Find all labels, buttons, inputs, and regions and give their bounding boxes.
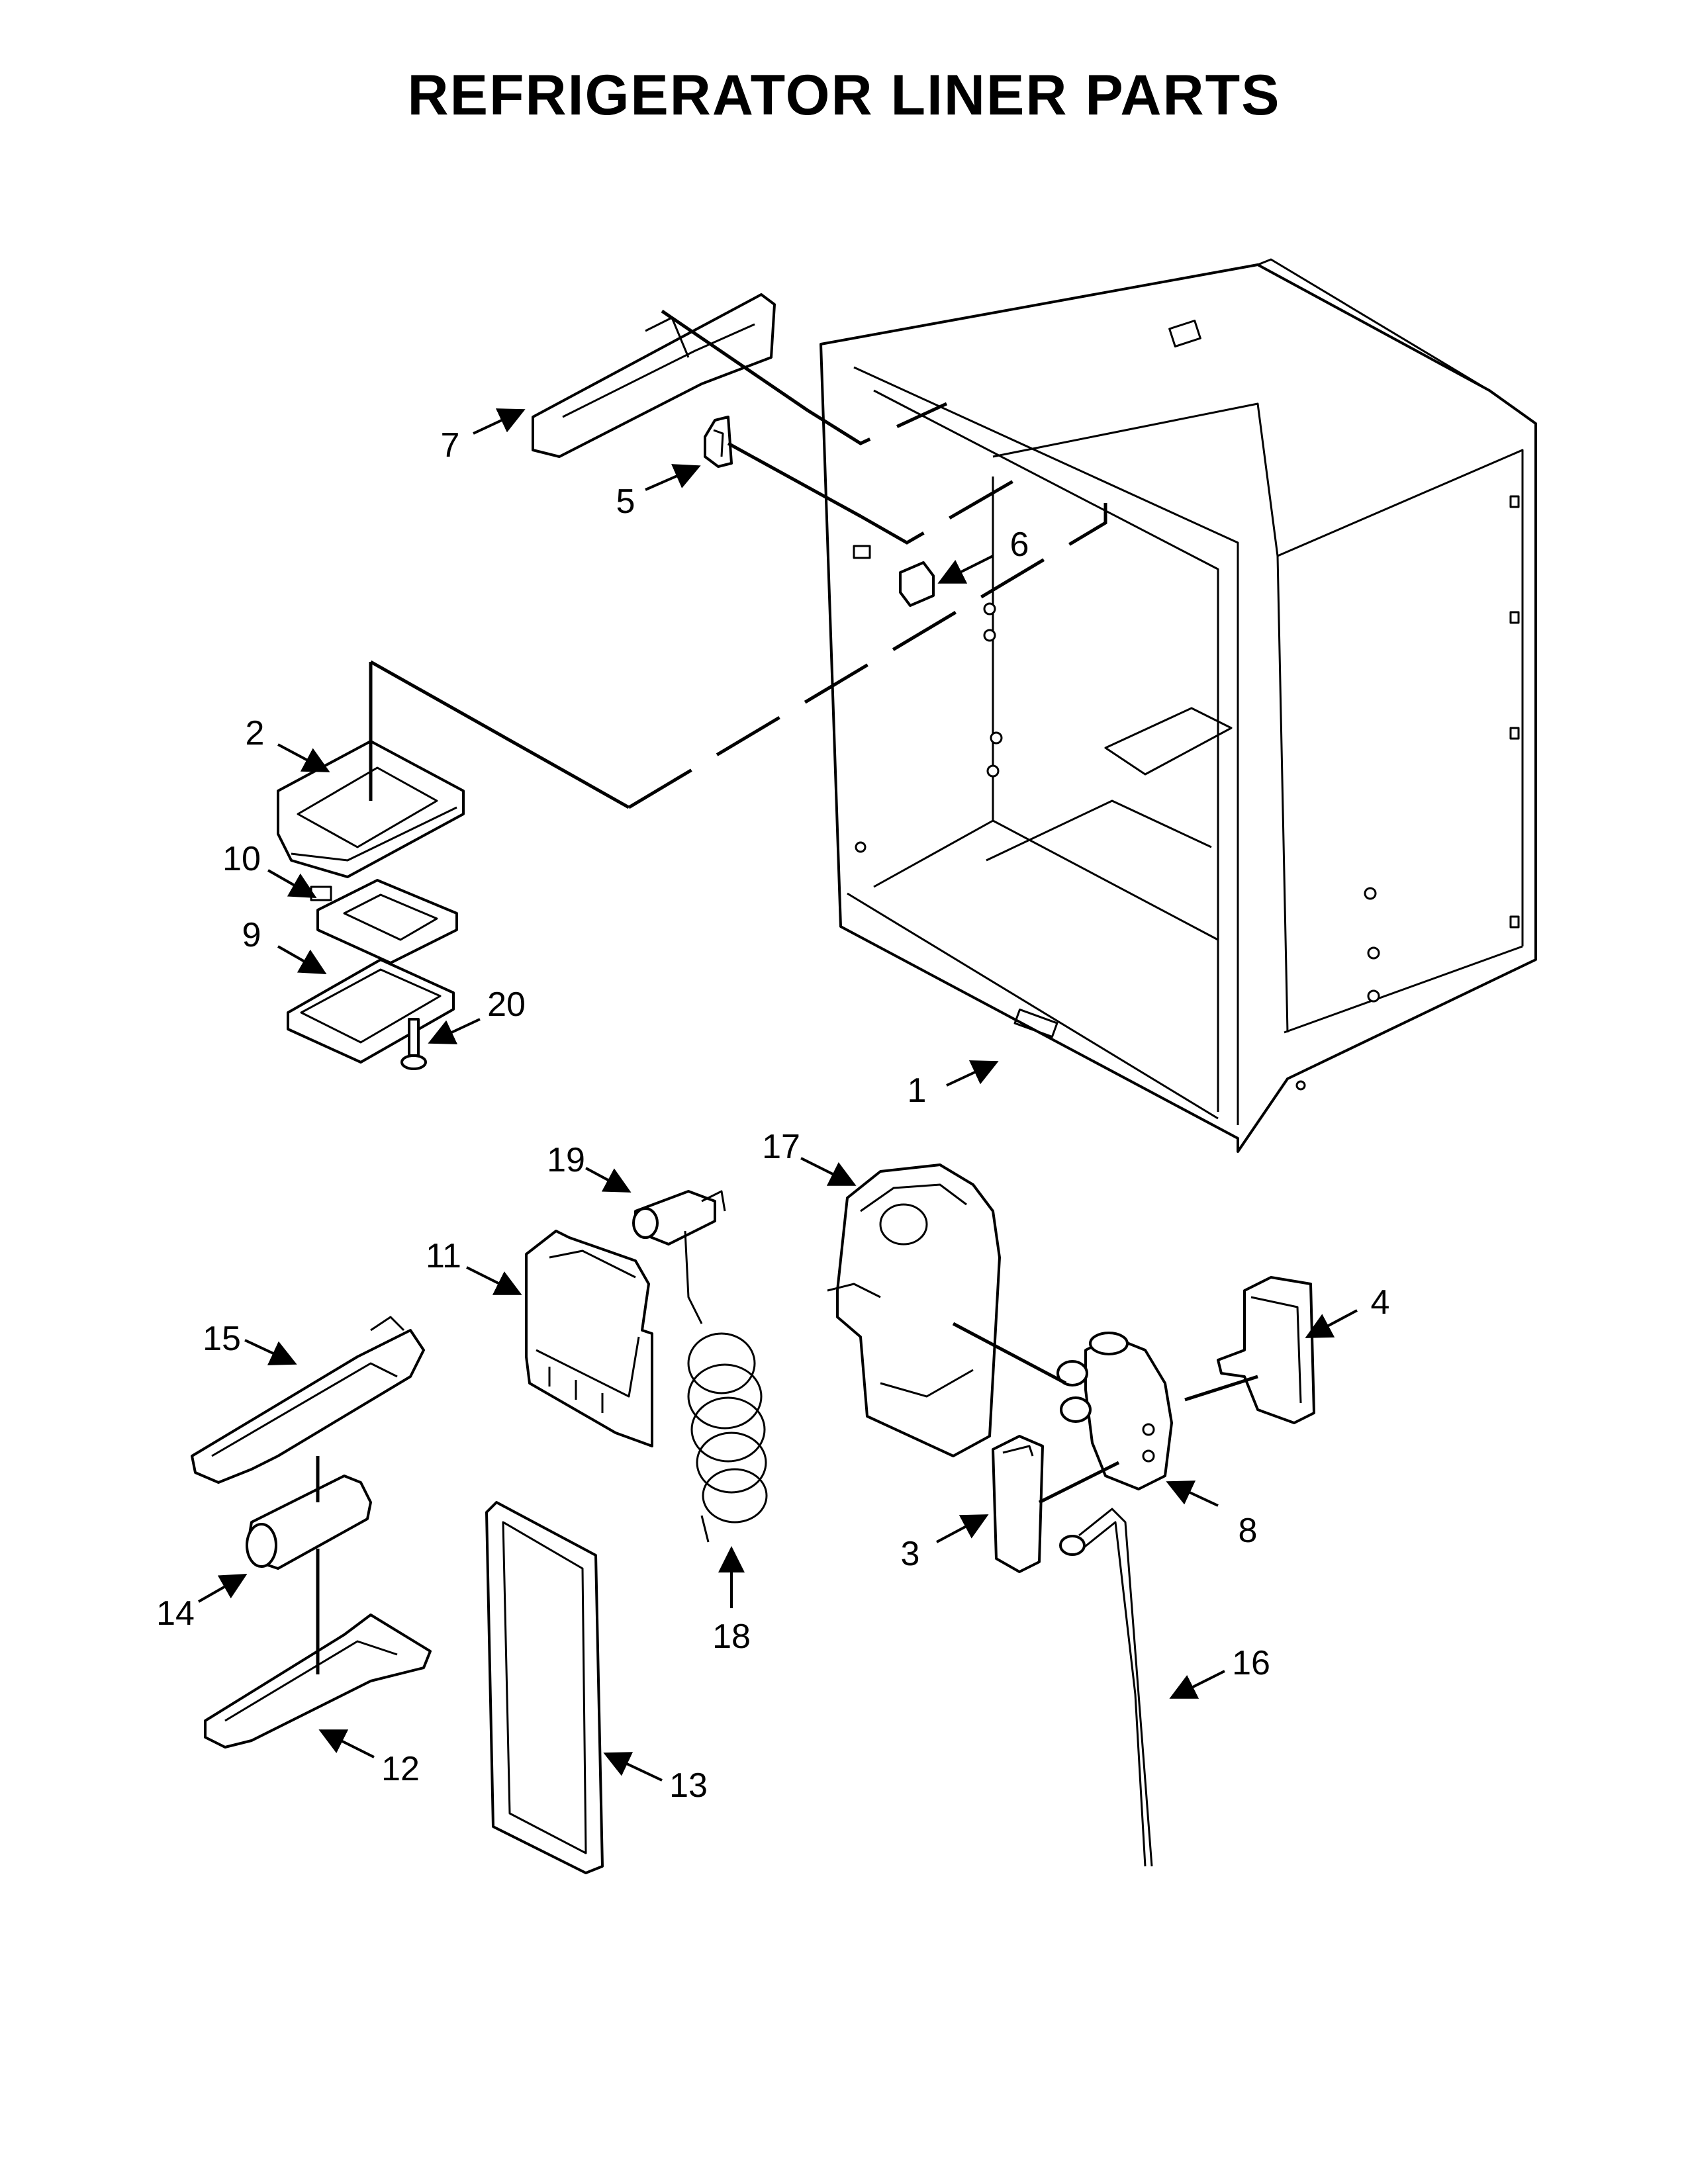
callout-6: 6 bbox=[1010, 525, 1029, 564]
callout-9: 9 bbox=[242, 916, 261, 954]
part-1-liner[interactable] bbox=[820, 258, 1537, 1153]
part-13-panel[interactable] bbox=[485, 1501, 604, 1874]
callout-arrows bbox=[198, 408, 1358, 1782]
callout-1: 1 bbox=[908, 1071, 927, 1110]
part-19-sensor[interactable] bbox=[632, 1190, 726, 1246]
part-9-cover-plate[interactable] bbox=[287, 958, 455, 1064]
part-8-water-valve[interactable] bbox=[1056, 1332, 1173, 1490]
part-3-clip[interactable] bbox=[992, 1435, 1044, 1573]
part-12-filter-cover[interactable] bbox=[204, 1614, 432, 1749]
diagram-title: REFRIGERATOR LINER PARTS bbox=[407, 64, 1281, 127]
callout-2: 2 bbox=[246, 714, 265, 752]
callout-8: 8 bbox=[1239, 1512, 1258, 1550]
callout-10: 10 bbox=[222, 840, 261, 878]
callout-14: 14 bbox=[156, 1594, 195, 1633]
part-4-valve-cover[interactable] bbox=[1217, 1276, 1315, 1424]
part-16-water-tube[interactable] bbox=[1059, 1508, 1153, 1867]
part-5-damper[interactable] bbox=[704, 416, 733, 468]
callout-4: 4 bbox=[1371, 1283, 1390, 1322]
callout-16: 16 bbox=[1232, 1644, 1270, 1682]
part-18-wire-harness[interactable] bbox=[684, 1230, 768, 1543]
callout-15: 15 bbox=[203, 1320, 241, 1358]
callout-13: 13 bbox=[669, 1766, 708, 1805]
part-6-clip[interactable] bbox=[899, 561, 935, 607]
part-10-heater[interactable] bbox=[310, 879, 458, 964]
callout-5: 5 bbox=[616, 482, 635, 521]
callout-7: 7 bbox=[441, 426, 460, 465]
callout-19: 19 bbox=[547, 1141, 585, 1179]
callout-3: 3 bbox=[901, 1535, 920, 1573]
part-15-filter-housing[interactable] bbox=[191, 1316, 425, 1484]
part-14-filter-cartridge[interactable] bbox=[246, 1475, 372, 1570]
callout-12: 12 bbox=[381, 1750, 420, 1788]
callout-11: 11 bbox=[426, 1237, 461, 1275]
callout-20: 20 bbox=[487, 985, 526, 1024]
part-7-duct-cover[interactable] bbox=[532, 293, 776, 458]
callout-18: 18 bbox=[712, 1617, 751, 1656]
part-2-housing[interactable] bbox=[277, 740, 465, 878]
assembly-lines bbox=[316, 309, 1258, 1674]
part-20-screw[interactable] bbox=[400, 1018, 427, 1070]
part-11-bracket[interactable] bbox=[525, 1230, 653, 1447]
callout-17: 17 bbox=[762, 1128, 800, 1166]
part-17-valve-bracket[interactable] bbox=[827, 1163, 1001, 1457]
callout-labels: 1 2 3 4 5 6 7 8 9 10 11 12 13 14 15 16 1… bbox=[156, 426, 1389, 1805]
